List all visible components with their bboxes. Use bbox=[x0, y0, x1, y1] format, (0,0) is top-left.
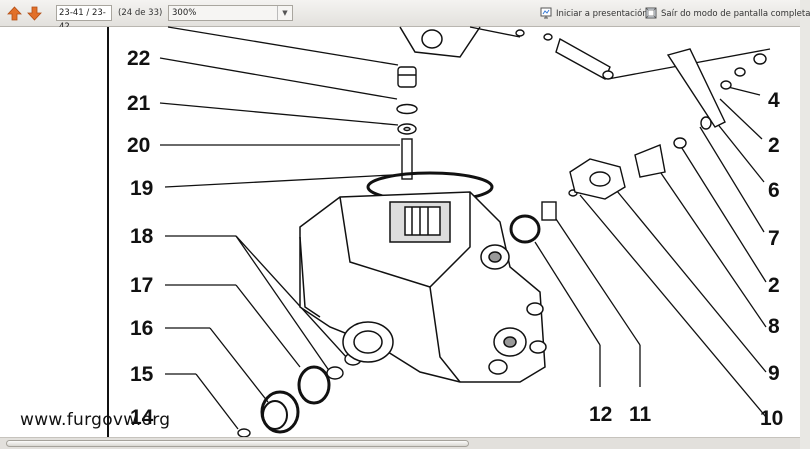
exit-fullscreen-button[interactable]: Saír do modo de pantalla completa bbox=[645, 6, 810, 22]
fullscreen-exit-icon bbox=[645, 7, 657, 19]
previous-page-button[interactable] bbox=[6, 5, 23, 22]
start-presentation-label: Iniciar a presentación bbox=[556, 9, 648, 19]
document-page[interactable]: 22 21 20 19 18 17 16 15 14 12 11 4 2 6 7… bbox=[0, 26, 800, 438]
callout-22: 22 bbox=[127, 47, 150, 70]
callout-2-upper: 2 bbox=[768, 134, 780, 157]
callout-6: 6 bbox=[768, 179, 780, 202]
zoom-select[interactable]: 300% ▼ bbox=[168, 5, 293, 21]
callout-14: 14 bbox=[130, 406, 154, 429]
exploded-diagram: 22 21 20 19 18 17 16 15 14 12 11 4 2 6 7… bbox=[107, 26, 783, 438]
callout-17: 17 bbox=[130, 274, 153, 297]
page-count-label: (24 de 33) bbox=[118, 8, 163, 18]
callout-15: 15 bbox=[130, 363, 154, 386]
callout-numbers: 22 21 20 19 18 17 16 15 14 12 11 4 2 6 7… bbox=[127, 47, 783, 430]
callout-20: 20 bbox=[127, 134, 150, 157]
site-watermark: www.furgovw.org bbox=[20, 410, 171, 430]
viewer-toolbar: 23-41 / 23-42 (24 de 33) 300% ▼ Iniciar … bbox=[0, 0, 810, 32]
callout-8: 8 bbox=[768, 315, 780, 338]
callout-10: 10 bbox=[760, 407, 783, 430]
callout-18: 18 bbox=[130, 225, 154, 248]
chevron-down-icon: ▼ bbox=[277, 6, 292, 20]
start-presentation-button[interactable]: Iniciar a presentación bbox=[540, 6, 648, 22]
arrow-down-icon bbox=[27, 6, 42, 21]
zoom-value: 300% bbox=[172, 8, 197, 18]
callout-2-lower: 2 bbox=[768, 274, 780, 297]
scrollbar-thumb[interactable] bbox=[6, 440, 469, 447]
callout-11: 11 bbox=[629, 403, 652, 426]
callout-16: 16 bbox=[130, 317, 153, 340]
pump-body bbox=[299, 26, 547, 383]
presentation-icon bbox=[540, 7, 552, 19]
callout-19: 19 bbox=[130, 177, 153, 200]
horizontal-scrollbar[interactable] bbox=[0, 437, 800, 449]
exit-fullscreen-label: Saír do modo de pantalla completa bbox=[661, 9, 810, 19]
callout-9: 9 bbox=[768, 362, 780, 385]
callout-12: 12 bbox=[589, 403, 612, 426]
page-number-input[interactable]: 23-41 / 23-42 bbox=[56, 5, 112, 32]
arrow-up-icon bbox=[7, 6, 22, 21]
governor-parts bbox=[515, 29, 767, 200]
callout-21: 21 bbox=[127, 92, 151, 115]
small-parts bbox=[237, 66, 578, 438]
next-page-button[interactable] bbox=[26, 5, 43, 22]
callout-4: 4 bbox=[768, 89, 780, 112]
callout-7: 7 bbox=[768, 227, 780, 250]
